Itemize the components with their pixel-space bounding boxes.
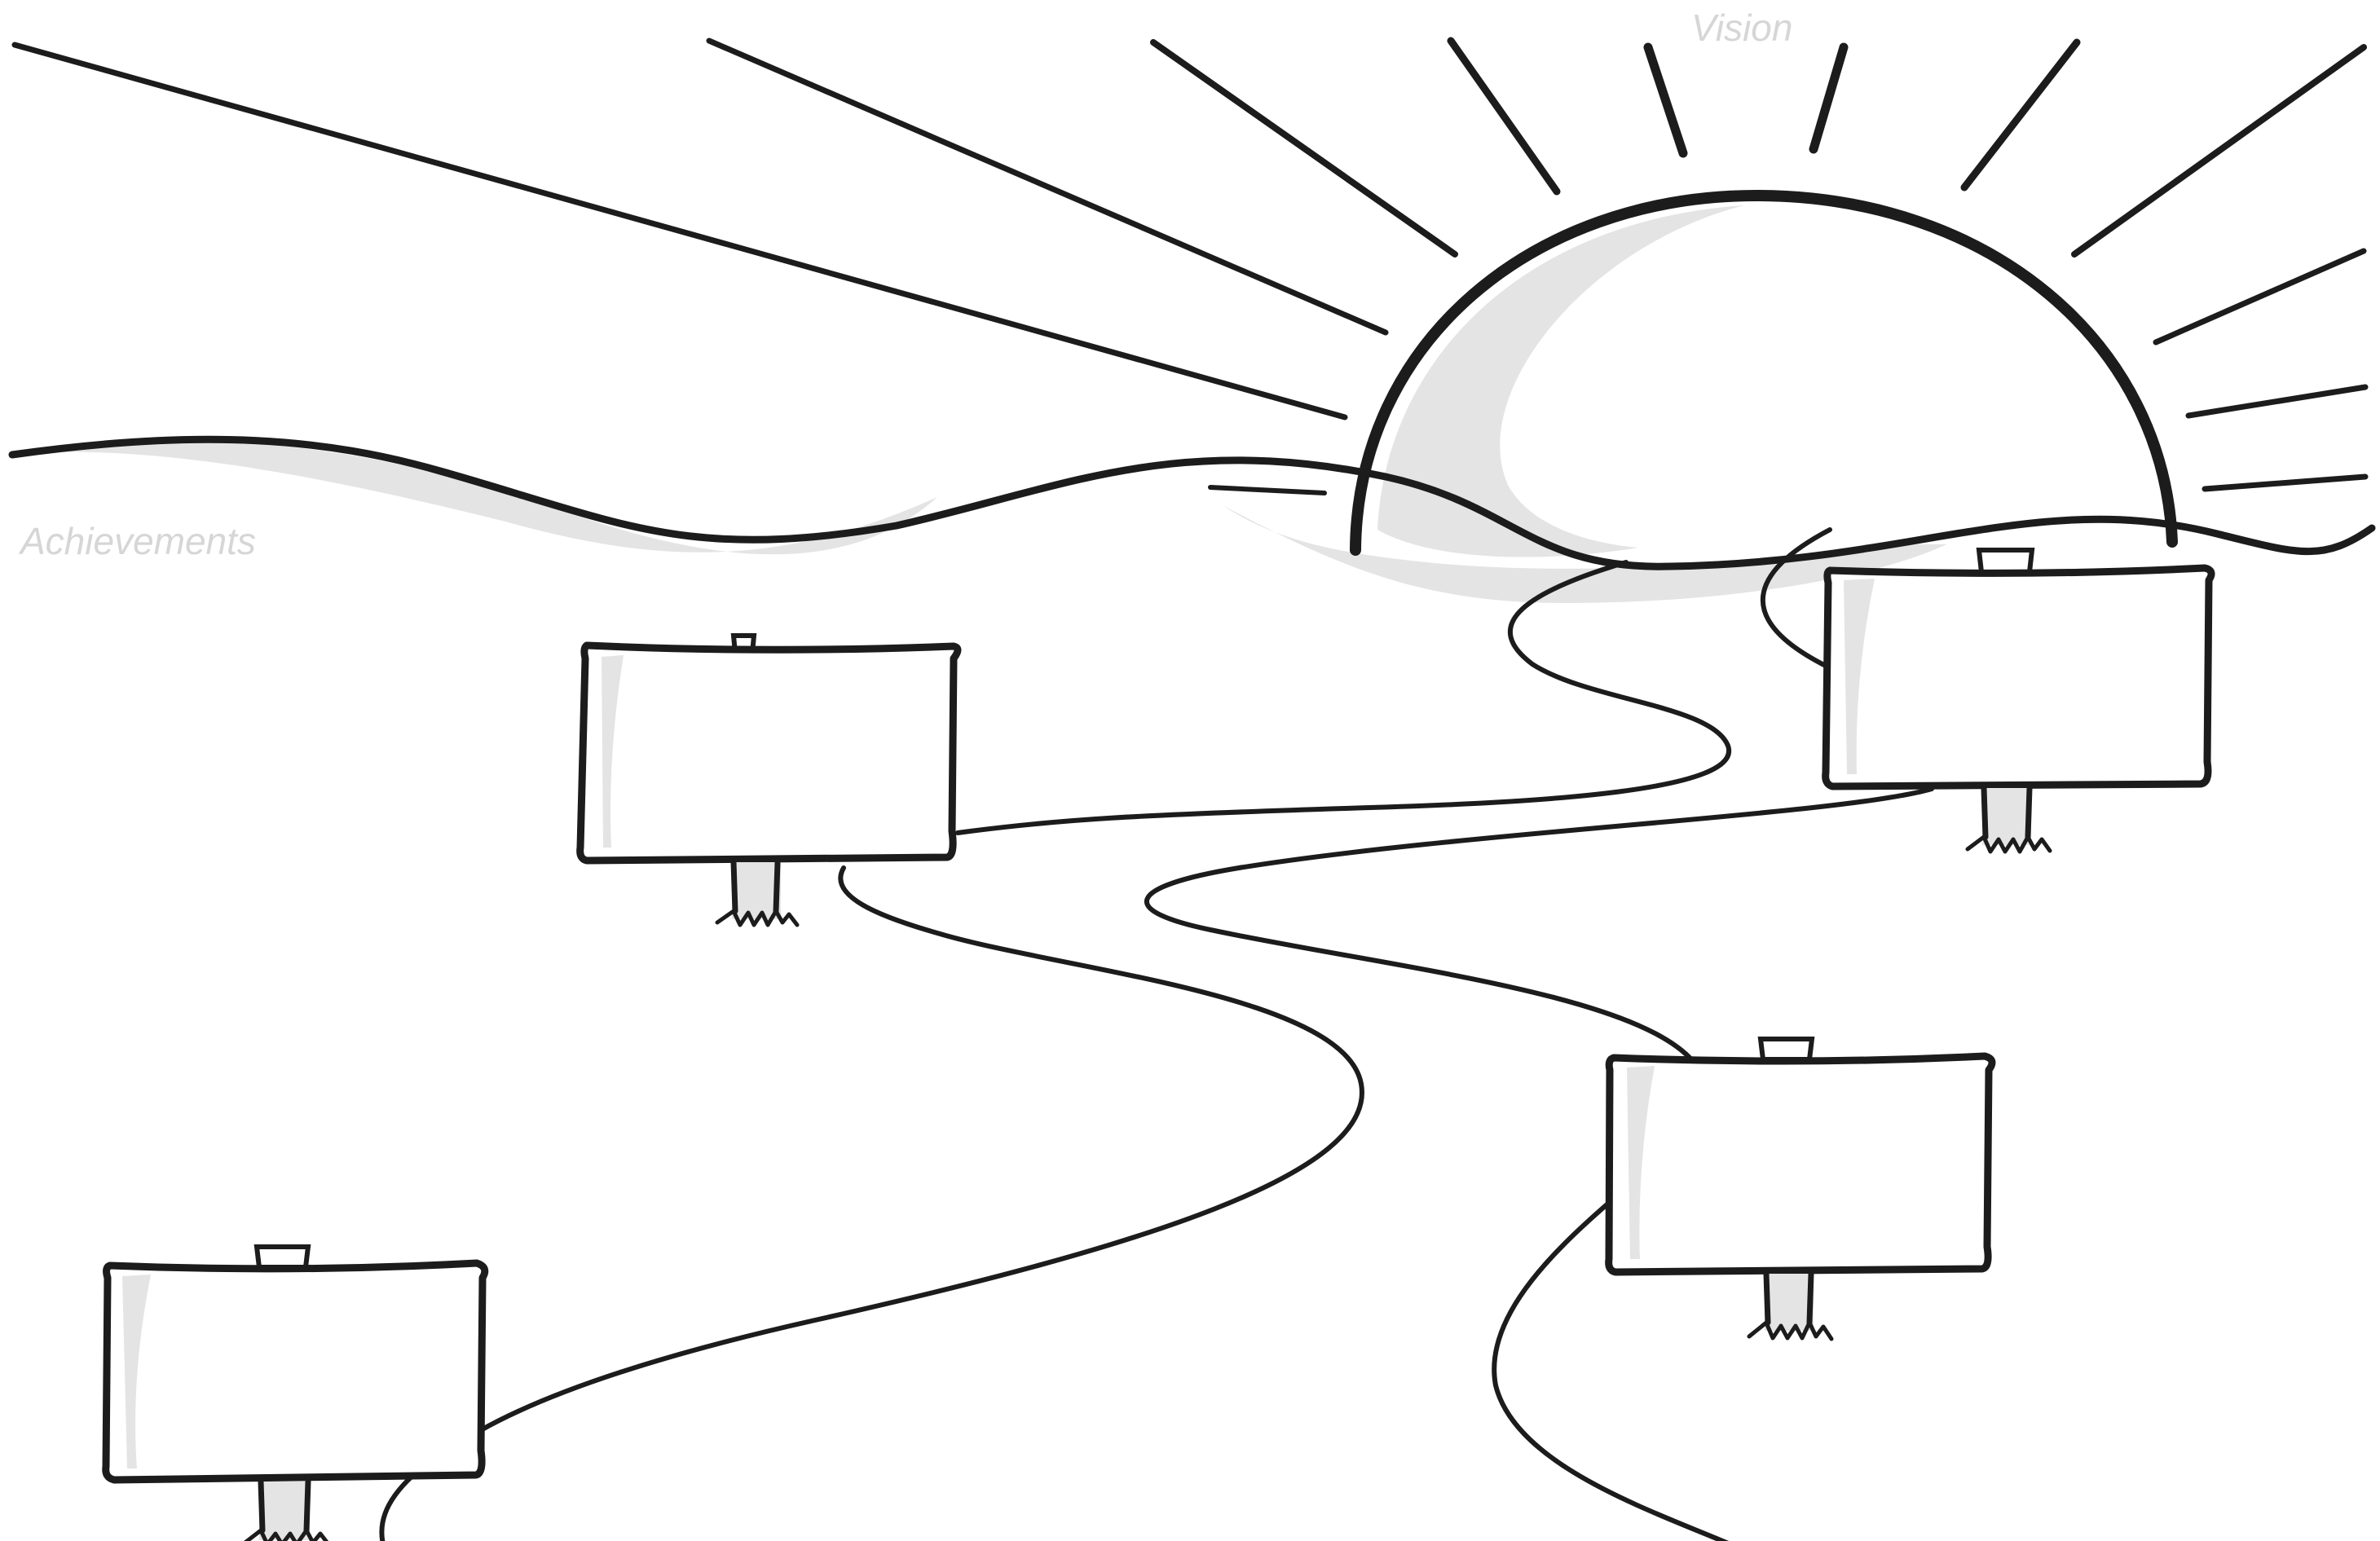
sign-top-right [1826,550,2211,852]
sun-ray [1814,47,1844,149]
sun-ray [709,41,1386,332]
road-edge-left-upper [958,562,1729,833]
vision-label: Vision [1691,7,1792,49]
sign-mount [257,1247,308,1267]
sun-ray [2074,47,2364,254]
sun-ray [1964,42,2077,187]
signboard [1609,1056,1992,1272]
sign-post [717,862,797,925]
sign-mount [1761,1039,1812,1059]
signboard [580,645,958,861]
sun-ray [1451,41,1557,192]
sun-ray [1153,42,1455,254]
sign-top-left [580,636,958,925]
sun-ray [2188,387,2365,416]
sign-bottom-left [106,1247,485,1541]
sign-middle-right [1609,1039,1992,1339]
sign-mount [1979,550,2032,572]
signboard [106,1263,485,1480]
sun-ray [1648,47,1683,153]
road-edge-right-middle [1147,789,1932,1059]
sun-ray [2156,251,2364,342]
sign-post [1968,788,2050,852]
sun-ray [1210,487,1324,493]
signboard [1826,568,2211,786]
road-edge-left-lower [481,868,1362,1430]
road-edge-bottom [381,1477,412,1541]
sign-post [1749,1274,1831,1339]
sign-post [243,1482,328,1541]
sun-ray [2205,477,2365,489]
achievements-label: Achievements [18,520,256,562]
road-edge-right-upper [1763,530,1834,670]
sun [1355,196,2172,557]
